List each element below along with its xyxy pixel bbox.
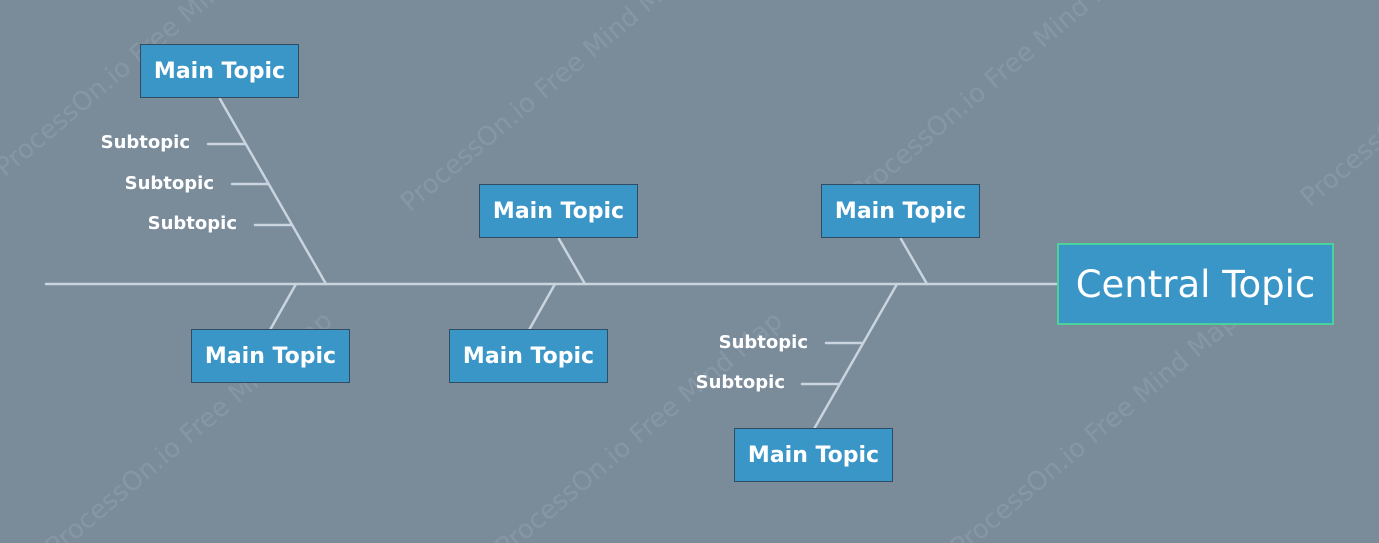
central-topic[interactable]: Central Topic — [1057, 243, 1334, 325]
branch-line — [218, 97, 328, 286]
subtopic[interactable]: Subtopic — [100, 132, 190, 153]
main-topic-upper-middle[interactable]: Main Topic — [479, 184, 638, 238]
main-topic-lower-middle[interactable]: Main Topic — [449, 329, 608, 383]
subtopic[interactable]: Subtopic — [695, 372, 785, 393]
subtopic[interactable]: Subtopic — [147, 213, 237, 234]
subtopic[interactable]: Subtopic — [124, 173, 214, 194]
main-topic-lower-left[interactable]: Main Topic — [191, 329, 350, 383]
branch-line — [899, 237, 929, 286]
main-topic-lower-right[interactable]: Main Topic — [734, 428, 893, 482]
main-topic-upper-right[interactable]: Main Topic — [821, 184, 980, 238]
branch-line — [812, 282, 899, 431]
branch-line — [268, 282, 298, 332]
branch-line — [527, 282, 557, 332]
subtopic[interactable]: Subtopic — [718, 332, 808, 353]
branch-line — [557, 237, 587, 286]
main-topic-upper-left[interactable]: Main Topic — [140, 44, 299, 98]
